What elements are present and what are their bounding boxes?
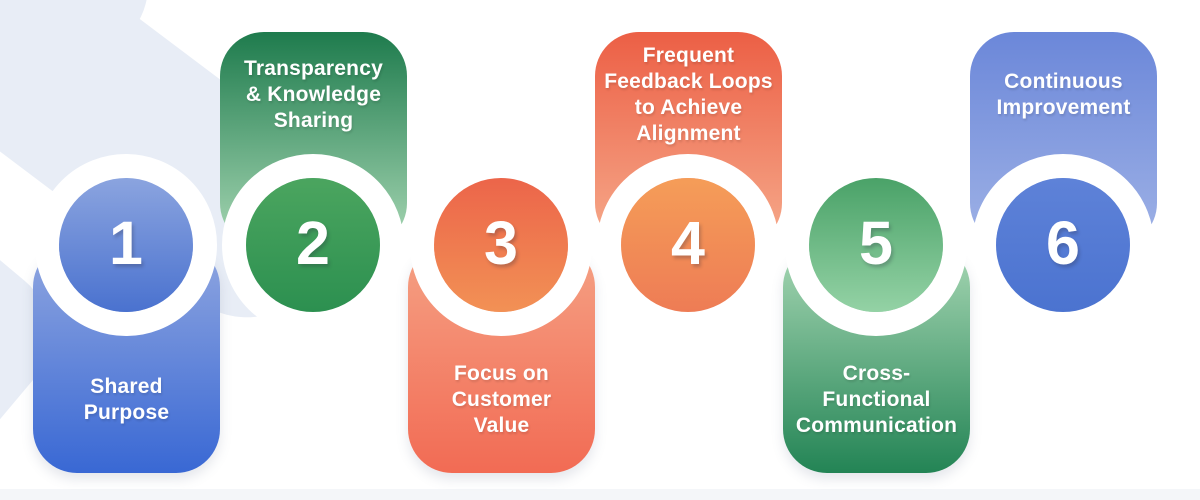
step-label-line: Focus on xyxy=(454,362,549,385)
step-label-line: Continuous xyxy=(1004,70,1123,93)
step-label-line: Frequent xyxy=(642,44,735,67)
step-number-circle: 5 xyxy=(785,154,967,336)
step-label-line: Value xyxy=(473,414,530,437)
step-label-line: Sharing xyxy=(273,109,354,132)
step-label: Cross- Functional Communication xyxy=(783,336,970,464)
step-number-circle: 2 xyxy=(222,154,404,336)
step-label-line: to Achieve xyxy=(634,96,743,119)
step-number-circle: 1 xyxy=(35,154,217,336)
step-number-circle: 6 xyxy=(972,154,1154,336)
step-number: 3 xyxy=(484,208,518,277)
step-label-line: Transparency xyxy=(244,57,383,80)
step-number-circle: 4 xyxy=(597,154,779,336)
step-label-line: Purpose xyxy=(83,401,170,424)
step-label-line: Customer xyxy=(451,388,552,411)
step-item-1: 1 Shared Purpose xyxy=(33,0,220,500)
step-item-3: 3 Focus on Customer Value xyxy=(408,0,595,500)
step-label-line: Functional xyxy=(822,388,931,411)
step-item-5: 5 Cross- Functional Communication xyxy=(783,0,970,500)
step-label: Continuous Improvement xyxy=(970,36,1157,154)
step-number: 6 xyxy=(1046,208,1080,277)
step-circle-fill: 3 xyxy=(434,178,568,312)
step-number: 2 xyxy=(296,208,330,277)
step-label-line: & Knowledge xyxy=(245,83,382,106)
step-item-2: 2 Transparency & Knowledge Sharing xyxy=(220,0,407,500)
step-circle-fill: 1 xyxy=(59,178,193,312)
step-circle-fill: 2 xyxy=(246,178,380,312)
step-item-4: 4 Frequent Feedback Loops to Achieve Ali… xyxy=(595,0,782,500)
step-label-line: Improvement xyxy=(996,96,1131,119)
step-circle-fill: 5 xyxy=(809,178,943,312)
step-circle-fill: 4 xyxy=(621,178,755,312)
step-item-6: 6 Continuous Improvement xyxy=(970,0,1157,500)
bottom-edge-strip xyxy=(0,489,1200,500)
step-number-circle: 3 xyxy=(410,154,592,336)
step-number: 5 xyxy=(859,208,893,277)
step-circle-fill: 6 xyxy=(996,178,1130,312)
step-number: 4 xyxy=(671,208,705,277)
step-label-line: Communication xyxy=(795,414,958,437)
step-number: 1 xyxy=(109,208,143,277)
step-label-line: Cross- xyxy=(842,362,911,385)
step-label: Frequent Feedback Loops to Achieve Align… xyxy=(595,36,782,154)
step-label: Shared Purpose xyxy=(33,336,220,464)
step-label-line: Alignment xyxy=(636,122,741,145)
step-label-line: Shared xyxy=(90,375,163,398)
step-label-line: Feedback Loops xyxy=(604,70,773,93)
step-label: Focus on Customer Value xyxy=(408,336,595,464)
step-label: Transparency & Knowledge Sharing xyxy=(220,36,407,154)
